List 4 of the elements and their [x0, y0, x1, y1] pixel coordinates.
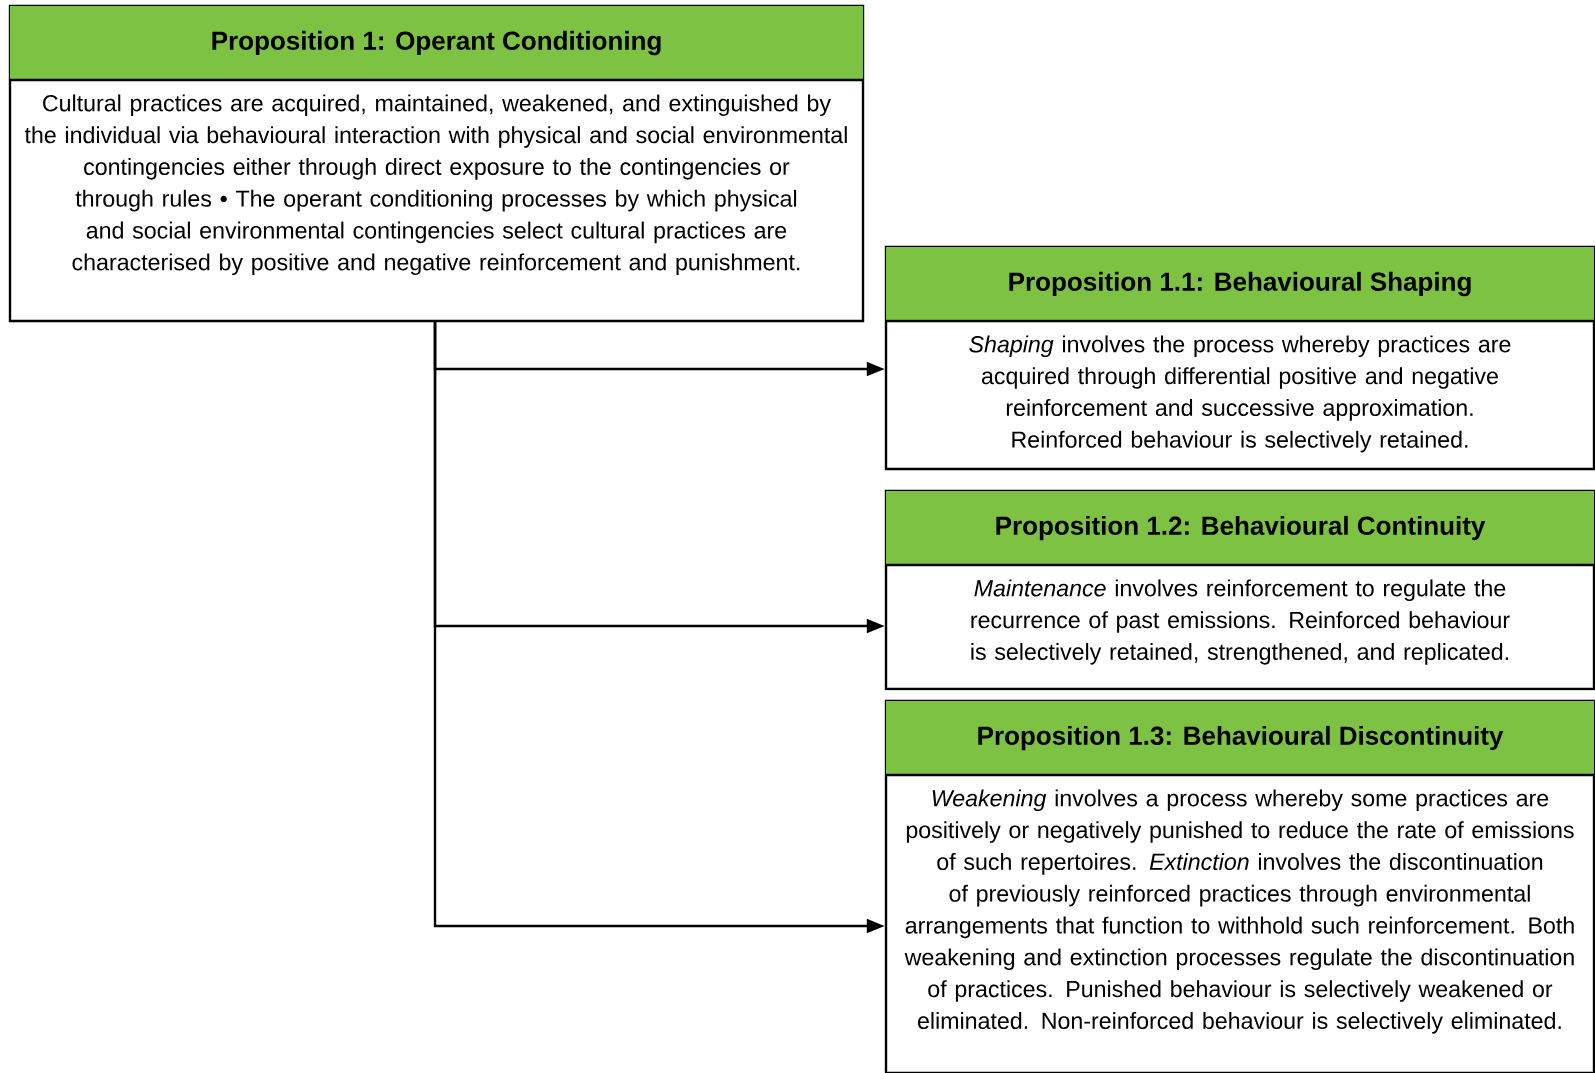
- proposition-box: Proposition 1.1: Behavioural Shaping Shaping involves the process whereby practices are acquired through differential positive and negative reinforcement and successive approximation. Reinforced behaviour is selectively retained.: [884, 245, 1595, 471]
- proposition-box: Proposition 1.2: Behavioural Continuity Maintenance involves reinforcement to regulate the recurrence of past emissions. Reinforced behaviour is selectively retained, strengthened, and replicated.: [884, 489, 1595, 691]
- proposition-box: Proposition 1: Operant Conditioning Cultural practices are acquired, maintained, weakened, and extinguished by the individual via behavioural interaction with physical and social environmental contingencies either through direct exposure to the contingencies or through rules • The operant conditioning processes by which physical and social environmental contingencies select cultural practices are characterised by positive and negative reinforcement and punishment.: [8, 4, 865, 323]
- proposition-box: Proposition 1.3: Behavioural Discontinuity Weakening involves a process whereby some practices are positively or negatively punished to reduce the rate of emissions of such repertoires. Extinction involves the discontinuation of previously reinforced practices through environmental arrangements that function to withhold such reinforcement. Both weakening and extinction processes regulate the discontinuation of practices. Punished behaviour is selectively weakened or eliminated. Non-reinforced behaviour is selectively eliminated.: [884, 699, 1595, 1073]
